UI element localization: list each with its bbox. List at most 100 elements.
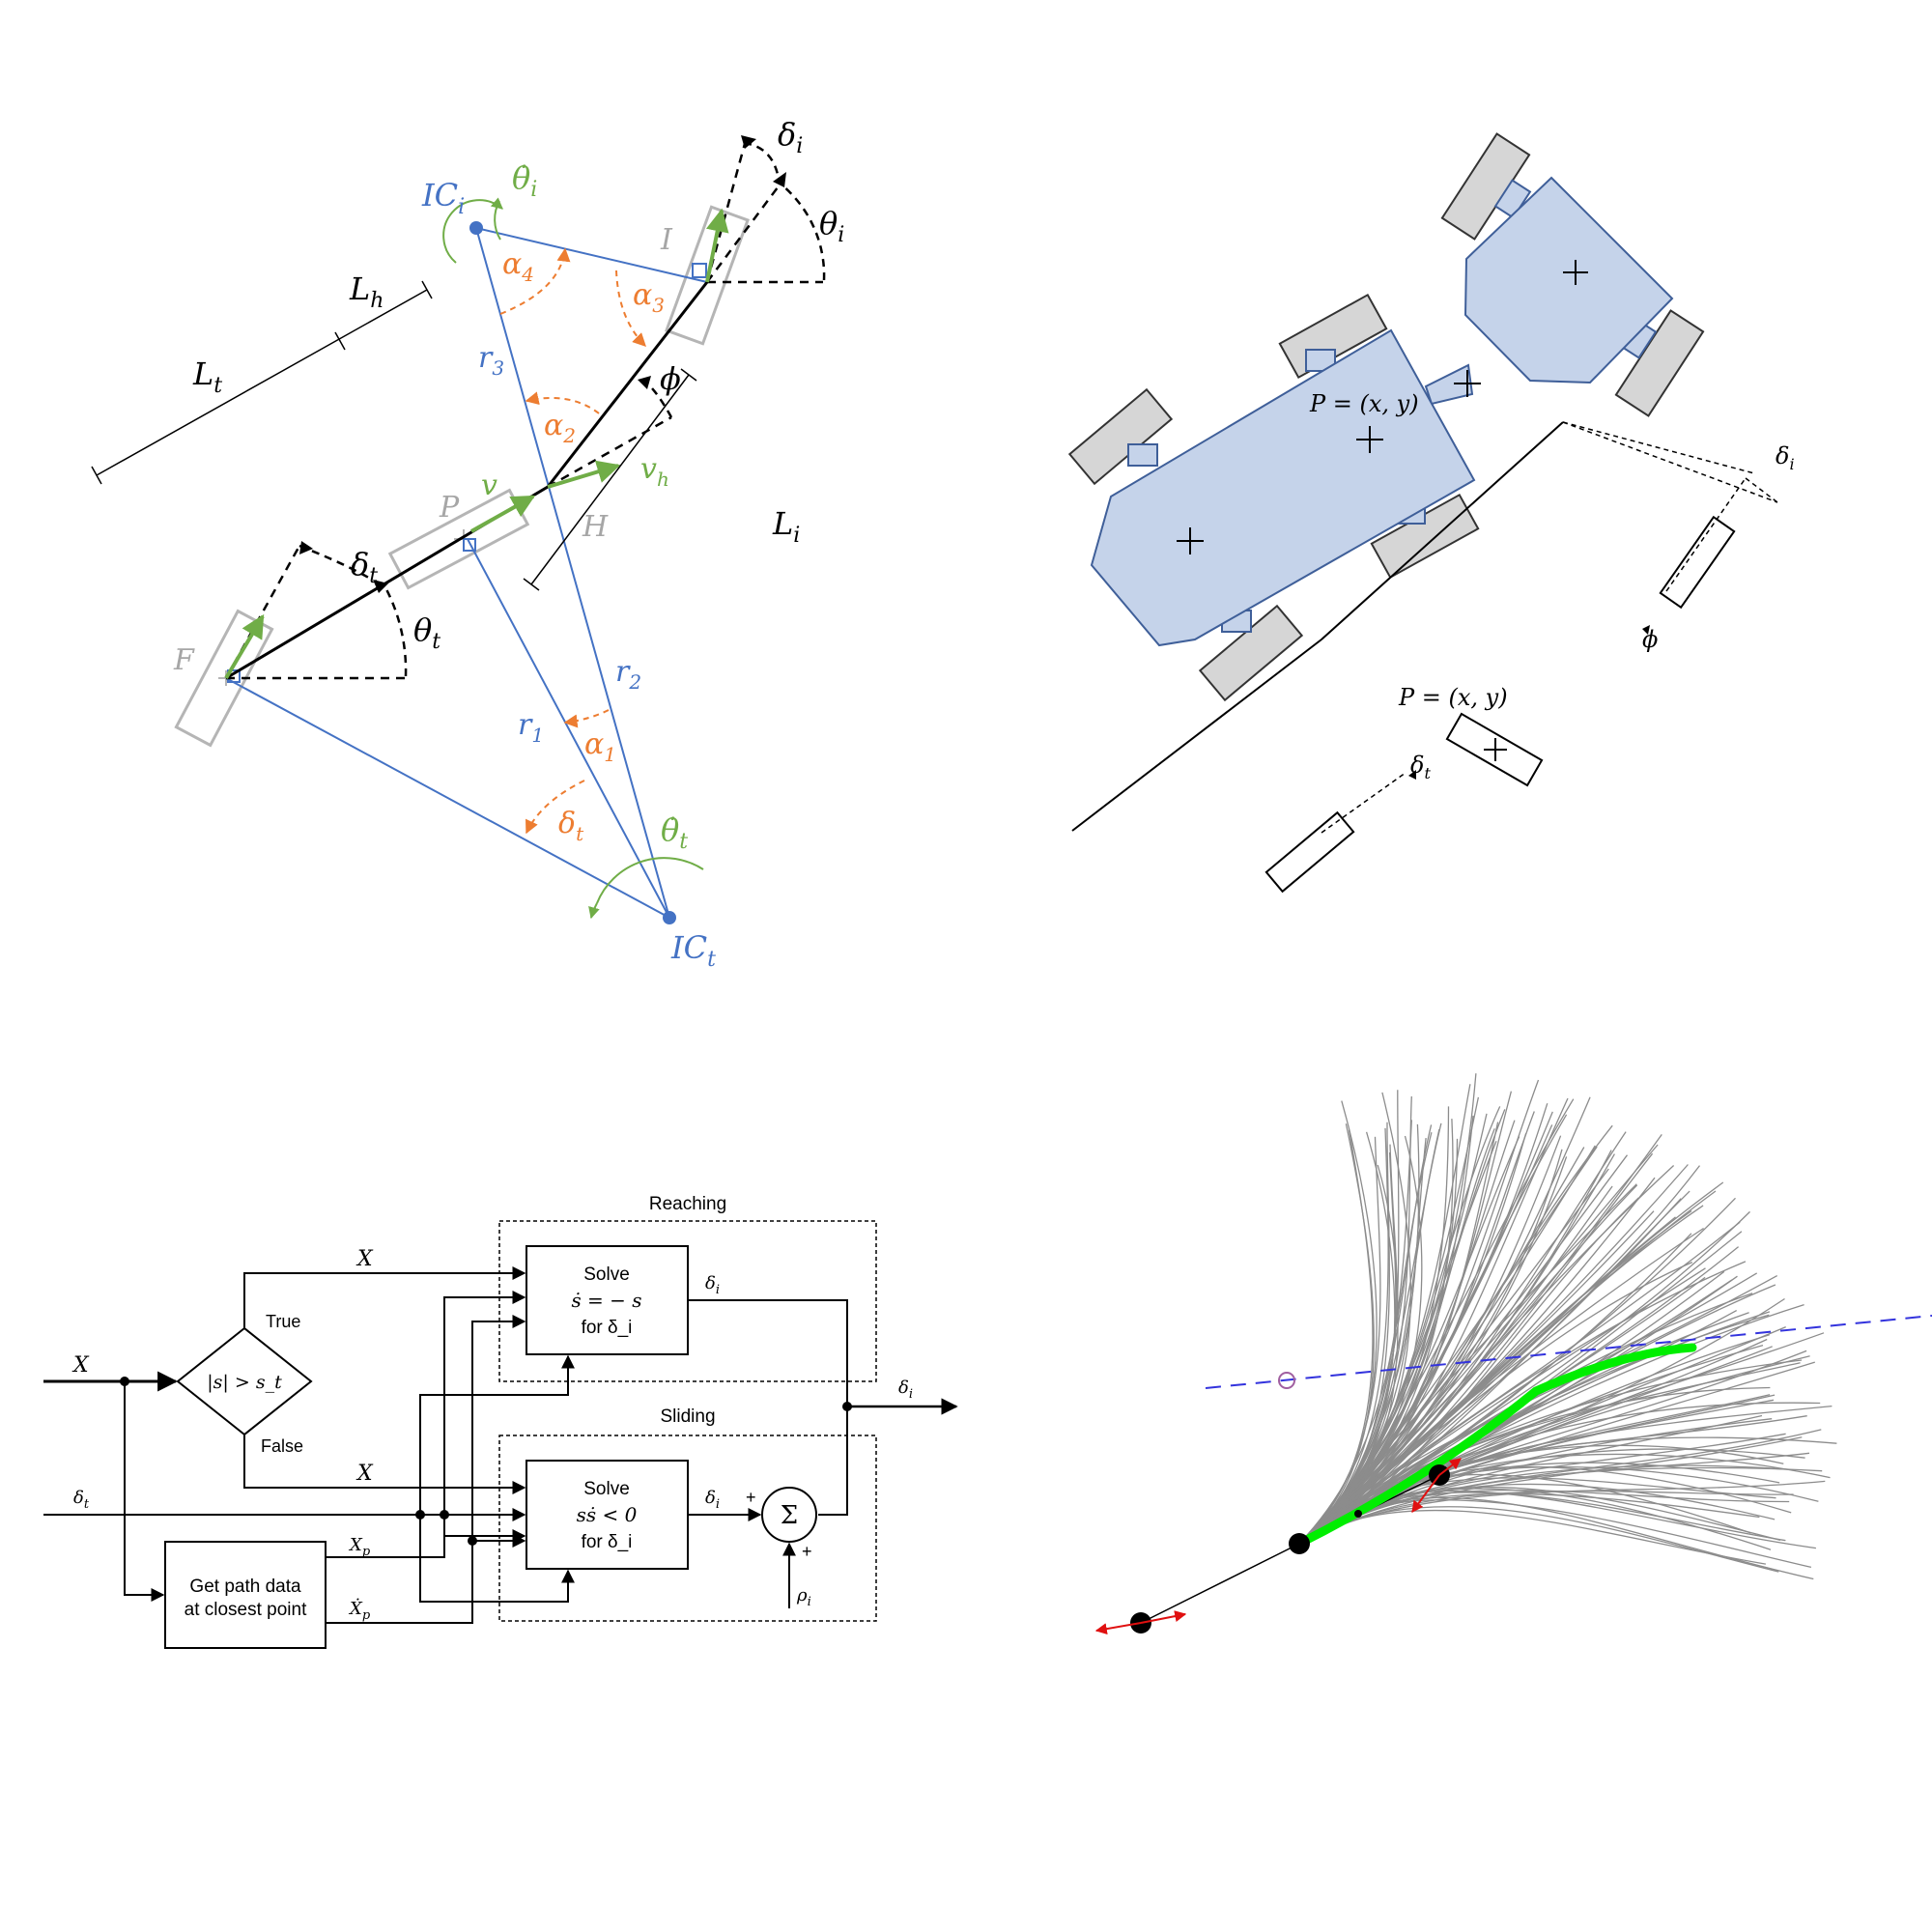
rollout-curve [1298, 1129, 1374, 1545]
label-r-2: r2 [615, 655, 641, 694]
solve-sliding-line1: Solve [583, 1479, 630, 1499]
label-position-top: P = (x, y) [1309, 390, 1419, 417]
label-delta-i-reach: δi [705, 1273, 720, 1297]
bicycle-dashed-lines [1321, 421, 1778, 834]
solve-sliding-block [526, 1460, 689, 1570]
rear-unit-front-mark [1356, 426, 1383, 453]
label-x-false: X [355, 1462, 374, 1486]
bicycle-angle-arrows [1408, 625, 1650, 780]
hitch-mark [1454, 370, 1481, 397]
label-delta-i-out: δi [898, 1378, 913, 1402]
label-theta-t: θt [413, 611, 440, 654]
hitch-link [1424, 363, 1474, 406]
label-xp: Xp [348, 1535, 371, 1559]
label-point-f: F [173, 643, 195, 677]
solve-reaching-line1: Solve [583, 1264, 630, 1285]
label-x-in: X [71, 1353, 90, 1378]
label-point-i: I [660, 223, 673, 257]
label-x-true: X [355, 1247, 374, 1271]
label-reaching: Reaching [649, 1194, 726, 1214]
label-delta-t-black: δt [351, 546, 378, 588]
label-rho-i: ρi [796, 1585, 811, 1609]
reference-closest-point-marker [1278, 1372, 1295, 1389]
rollout-curve [1298, 1098, 1575, 1545]
solve-reaching-line2: ṡ = − s [571, 1289, 641, 1312]
front-unit-center-mark [1563, 260, 1588, 285]
bicycle-model-wheels [1264, 515, 1736, 894]
label-plus-bottom: + [802, 1542, 812, 1561]
label-v-h: vh [640, 452, 669, 491]
junction-dots [120, 1377, 852, 1546]
panel-c-block-diagram: Reaching Sliding Solve ṡ = − s for δ_i S… [43, 1194, 958, 1649]
label-theta-t-dot: θ̇t [661, 811, 688, 854]
dashed-reference-lines [224, 139, 823, 680]
rollout-curve [1298, 1168, 1609, 1545]
green-rotation-arcs [442, 197, 704, 920]
orange-alpha-arcs [499, 247, 646, 835]
black-angle-arrowheads [299, 135, 786, 593]
label-delta-i: δi [778, 116, 803, 158]
panel-b-vehicle: P = (x, y) δi ϕ δt P = (x, y) [1067, 132, 1795, 894]
right-angle-mark-p [463, 538, 476, 552]
rollout-curve [1298, 1183, 1637, 1545]
label-point-h: H [582, 510, 609, 544]
rear-unit-body [1090, 328, 1476, 647]
rollout-curve [1298, 1490, 1816, 1549]
label-bicycle-phi: ϕ [1642, 626, 1658, 653]
label-v: v [481, 469, 497, 502]
sliding-group-box [498, 1435, 877, 1622]
label-r-1: r1 [518, 708, 544, 747]
reference-path-dashed [1205, 1315, 1932, 1389]
condition-label: |s| > s_t [207, 1372, 282, 1393]
bicycle-model-lines [1071, 421, 1564, 832]
label-alpha-3: α3 [633, 278, 665, 317]
ic-i-point [469, 221, 483, 235]
panel-a-kinematics: ICi ICt θ̇i θ̇t δi θi δt θt α4 α3 α2 α1 … [91, 116, 844, 972]
label-plus-left: + [746, 1488, 756, 1507]
rollout-curve [1298, 1146, 1598, 1545]
front-unit-axle-stubs [1493, 179, 1658, 359]
path-block-line1: Get path data [189, 1577, 301, 1597]
label-xp-dot: Ẋp [348, 1597, 371, 1623]
label-bicycle-delta-t: δt [1410, 752, 1431, 782]
sum-symbol: Σ [781, 1501, 798, 1530]
bicycle-center-mark [1484, 738, 1507, 761]
heading-arrows [1094, 1458, 1462, 1635]
label-theta-i: θi [819, 205, 844, 247]
path-data-block [164, 1541, 327, 1649]
solve-reaching-block [526, 1245, 689, 1355]
label-point-p: P [439, 491, 460, 525]
label-l-h: Lh [349, 270, 384, 313]
label-l-i: Li [772, 505, 800, 548]
rollout-curve [1298, 1144, 1659, 1545]
label-alpha-4: α4 [502, 247, 534, 286]
label-theta-i-dot: θ̇i [512, 159, 537, 202]
label-l-t: Lt [192, 355, 222, 398]
signal-lines [43, 1266, 958, 1624]
rear-unit-rear-mark [1177, 527, 1204, 554]
reaching-group-box [498, 1220, 877, 1382]
ic-construction-lines [225, 227, 708, 919]
label-false: False [261, 1436, 303, 1456]
label-position-bottom: P = (x, y) [1398, 684, 1508, 711]
label-delta-t-in: δt [73, 1488, 90, 1512]
rear-unit-wheels [1067, 293, 1480, 702]
label-r-3: r3 [478, 341, 504, 380]
rollout-curve [1298, 1227, 1704, 1545]
label-delta-t-orange: δt [558, 807, 584, 845]
solve-sliding-line3: for δ_i [582, 1532, 633, 1552]
front-unit-body [1463, 176, 1674, 384]
label-delta-i-slide: δi [705, 1488, 720, 1512]
selected-trajectory [1294, 1343, 1697, 1548]
label-ic-i: ICi [421, 177, 465, 219]
right-angle-mark-i [692, 263, 707, 278]
label-alpha-2: α2 [544, 409, 576, 447]
rollout-curve [1298, 1473, 1751, 1545]
solve-reaching-line3: for δ_i [582, 1318, 633, 1338]
label-sliding: Sliding [660, 1406, 715, 1427]
dimension-lines [91, 280, 697, 591]
path-block-line2: at closest point [185, 1600, 307, 1620]
ic-t-point [663, 911, 676, 924]
label-phi: ϕ [660, 360, 681, 397]
